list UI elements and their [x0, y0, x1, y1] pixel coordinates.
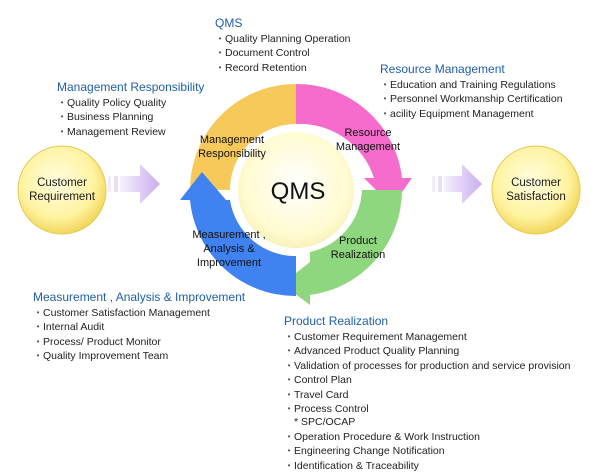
list-item: •Control Plan [284, 373, 570, 387]
bullet-icon: • [287, 431, 291, 441]
resource-segment [296, 83, 412, 206]
list-item: •Customer Satisfaction Management [33, 306, 245, 320]
bullet-icon: • [36, 351, 40, 361]
bullet-icon: • [36, 322, 40, 332]
bullet-icon: • [287, 346, 291, 356]
ring-management-label-2: Responsibility [198, 148, 266, 160]
qms-block: QMS •Quality Planning Operation •Documen… [215, 16, 351, 75]
bullet-icon: • [287, 360, 291, 370]
list-item: •Operation Procedure & Work Instruction [284, 430, 570, 444]
bullet-icon: • [36, 336, 40, 346]
bullet-icon: • [218, 34, 222, 43]
ring-measurement-label-2: Analysis & [203, 243, 255, 255]
list-item: •Quality Improvement Team [33, 349, 245, 363]
left-flow-arrow [108, 164, 160, 204]
list-item: •Process Control [284, 402, 570, 416]
ring-realization-label-1: Product [339, 235, 377, 247]
bullet-icon: • [287, 375, 291, 385]
customer-requirement-label-2: Requirement [29, 191, 96, 203]
list-item: •Internal Audit [33, 320, 245, 334]
list-item: •Business Planning [57, 110, 204, 124]
bullet-icon: • [218, 48, 222, 58]
ring-realization-label-2: Realization [331, 249, 385, 261]
bullet-icon: • [383, 94, 387, 104]
qms-block-title: QMS [215, 16, 243, 30]
list-item: •Management Review [57, 125, 204, 139]
resource-block-title: Resource Management [380, 62, 505, 76]
list-item: •Record Retention [215, 61, 351, 75]
bullet-icon: • [287, 460, 291, 470]
list-item: •Education and Training Regulations [380, 78, 563, 92]
qms-center-circle [238, 132, 354, 248]
list-item: •Travel Card [284, 388, 570, 402]
customer-satisfaction-circle [491, 145, 581, 235]
list-item: •Engineering Change Notification [284, 444, 570, 458]
management-block: Management Responsibility •Quality Polic… [57, 80, 204, 139]
bullet-icon: • [60, 98, 64, 107]
management-block-list: •Quality Policy Quality •Business Planni… [57, 96, 204, 139]
product-block-title: Product Realization [284, 314, 389, 328]
bullet-icon: • [287, 446, 291, 456]
right-flow-arrow [432, 164, 482, 204]
bullet-icon: • [218, 62, 222, 72]
ring-resource-label-2: Management [336, 141, 400, 153]
customer-satisfaction-label-1: Customer [511, 177, 561, 189]
qms-center-label: QMS [271, 178, 326, 205]
list-item: •Quality Planning Operation [215, 32, 351, 46]
customer-requirement-circle [17, 145, 107, 235]
measurement-block-list: •Customer Satisfaction Management •Inter… [33, 306, 245, 364]
bullet-icon: • [60, 112, 64, 122]
list-item: •Process/ Product Monitor [33, 335, 245, 349]
ring-management-label-1: Management [200, 134, 264, 146]
resource-block-list: •Education and Training Regulations •Per… [380, 78, 563, 121]
bullet-icon: • [383, 80, 387, 89]
list-item: •Customer Requirement Management [284, 330, 570, 344]
management-segment [190, 84, 296, 190]
bullet-icon: • [287, 332, 291, 341]
resource-block: Resource Management •Education and Train… [380, 62, 563, 121]
bullet-icon: • [287, 389, 291, 399]
list-item: •Validation of processes for production … [284, 359, 571, 373]
measurement-block-title: Measurement , Analysis & Improvement [33, 290, 246, 304]
list-item: •Advanced Product Quality Planning [284, 344, 570, 358]
product-block-list: •Customer Requirement Management •Advanc… [284, 330, 571, 473]
bullet-icon: • [287, 404, 291, 414]
realization-segment [282, 190, 402, 305]
list-item: •Quality Policy Quality [57, 96, 204, 110]
bullet-icon: • [383, 108, 387, 118]
list-item: •Document Control [215, 46, 351, 60]
customer-requirement-label-1: Customer [37, 177, 87, 189]
management-block-title: Management Responsibility [57, 80, 205, 94]
product-block: Product Realization •Customer Requiremen… [284, 314, 570, 473]
list-item: •Identification & Traceability [284, 459, 570, 473]
measurement-segment [180, 172, 296, 297]
ring-measurement-label-1: Measurement , [192, 229, 265, 241]
list-item: •acility Equipment Management [380, 107, 563, 121]
bullet-icon: • [60, 126, 64, 136]
qms-block-list: •Quality Planning Operation •Document Co… [215, 32, 351, 75]
ring-measurement-label-3: Improvement [197, 257, 261, 269]
measurement-block: Measurement , Analysis & Improvement •Cu… [33, 290, 245, 364]
bullet-icon: • [36, 308, 40, 317]
list-item: •Personnel Workmanship Certification [380, 92, 563, 106]
customer-satisfaction-label-2: Satisfaction [506, 191, 565, 203]
list-sub-item: * SPC/OCAP [294, 416, 356, 429]
ring-resource-label-1: Resource [344, 127, 391, 139]
